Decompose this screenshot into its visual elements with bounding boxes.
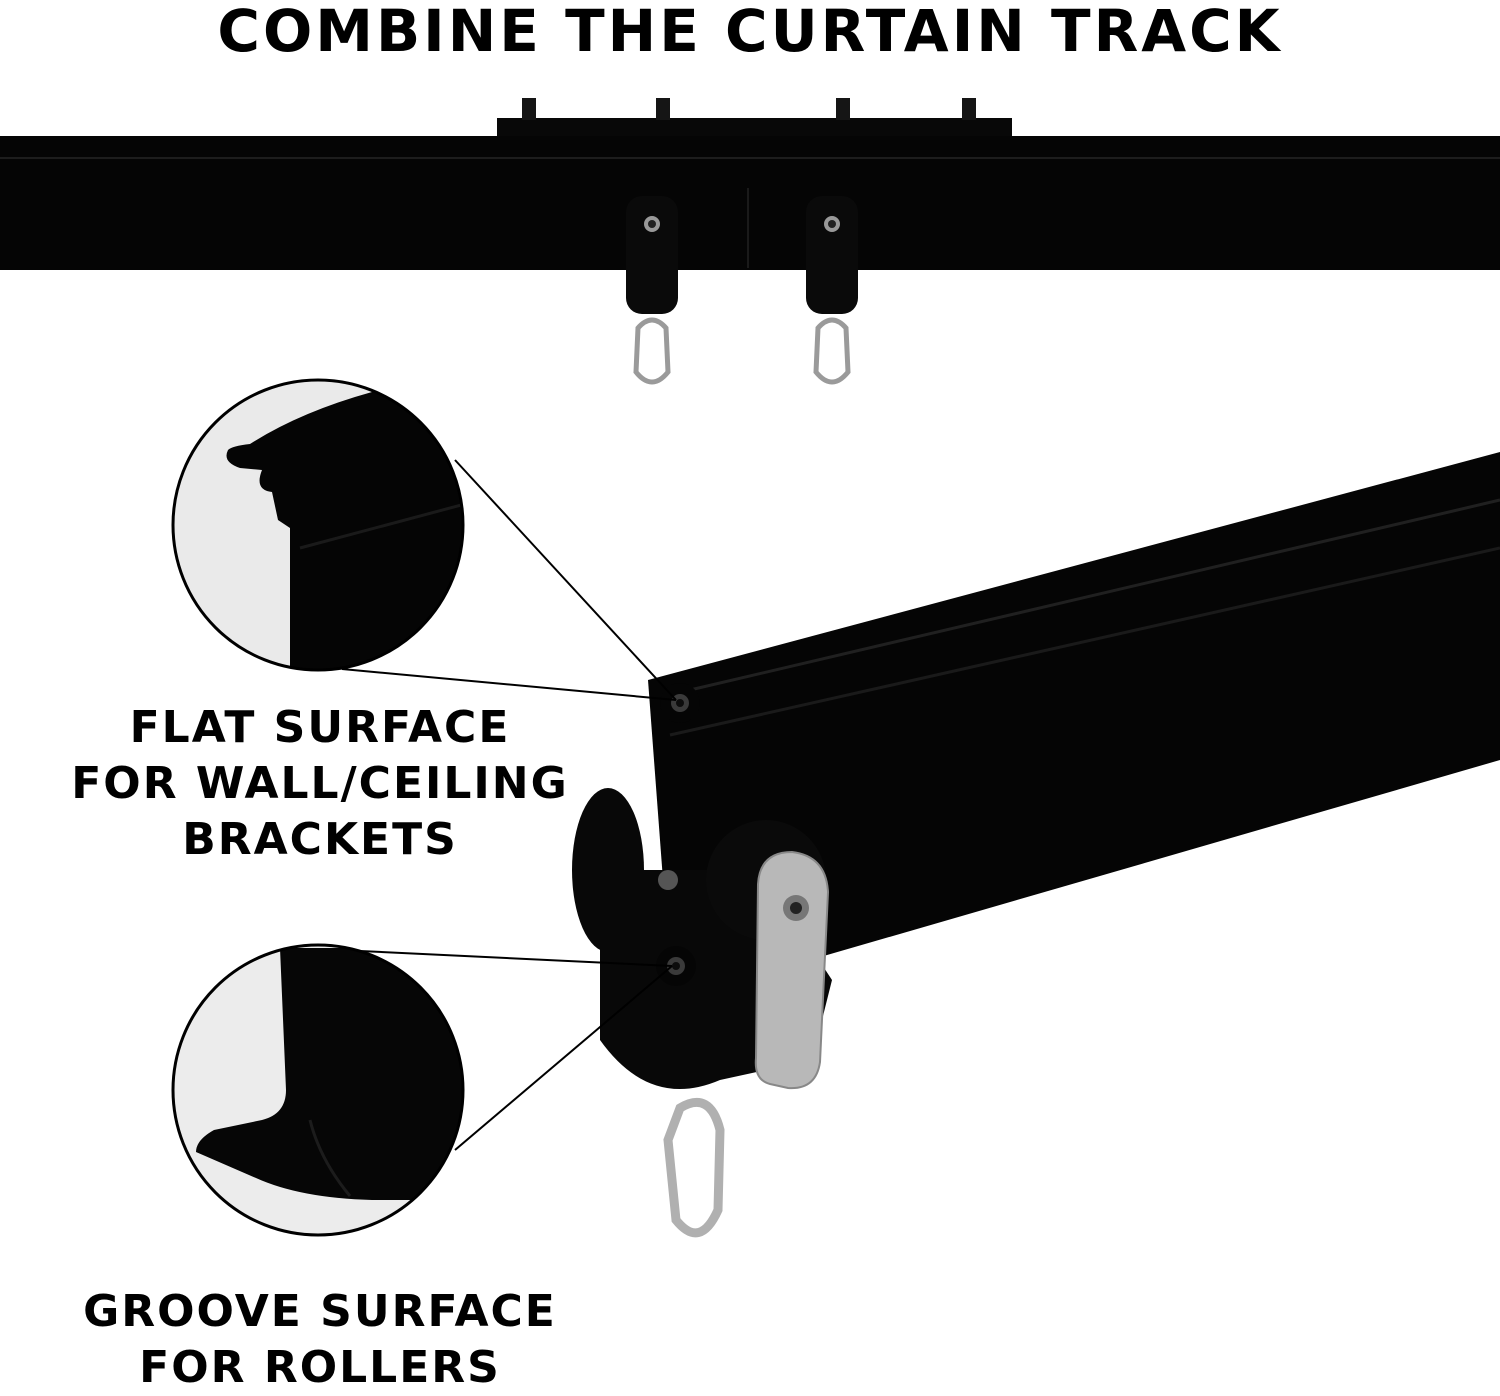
page-title: COMBINE THE CURTAIN TRACK <box>217 0 1283 65</box>
zoom-detail-flat <box>171 378 465 672</box>
groove-surface-label: GROOVE SURFACE FOR ROLLERS <box>30 1284 610 1396</box>
flat-surface-line-1: FLAT SURFACE <box>129 702 511 753</box>
groove-surface-line-2: FOR ROLLERS <box>139 1342 501 1393</box>
glider-left <box>626 196 678 385</box>
roller-carrier <box>572 788 832 1238</box>
track-profile <box>648 452 1500 1000</box>
callout-lines <box>341 459 677 1151</box>
flat-surface-line-3: BRACKETS <box>182 814 458 865</box>
zoom-detail-groove <box>171 943 465 1237</box>
straight-track <box>0 98 1500 385</box>
glider-right <box>806 196 858 385</box>
groove-surface-line-1: GROOVE SURFACE <box>83 1286 557 1337</box>
flat-surface-line-2: FOR WALL/CEILING <box>71 758 569 809</box>
flat-surface-label: FLAT SURFACE FOR WALL/CEILING BRACKETS <box>40 700 600 868</box>
connector-screws <box>522 98 976 120</box>
